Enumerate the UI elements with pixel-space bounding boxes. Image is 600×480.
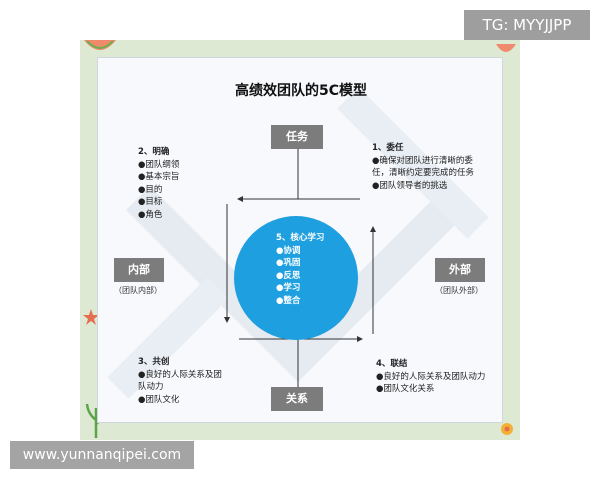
node-external: 外部 — [435, 258, 485, 282]
watermelon-slice-decoration — [84, 40, 116, 50]
quadrant-line: ●团队领导者的挑选 — [372, 180, 448, 191]
core-item: ●反思 — [276, 270, 301, 281]
diagram-title: 高绩效团队的5C模型 — [234, 83, 367, 99]
core-item: ●整合 — [276, 295, 301, 306]
watermark-url-badge: www.yunnanqipei.com — [10, 441, 194, 469]
core-item: ●协调 — [276, 245, 301, 256]
quadrant-item: ●目标 — [138, 197, 163, 207]
node-internal: 内部 — [114, 258, 164, 282]
starfish-decoration — [83, 309, 99, 325]
quadrant-clarify: 2、明确 ●团队纲领 ●基本宗旨 ●目的 ●目标 ●角色 — [138, 146, 179, 221]
quadrant-line: ●确保对团队进行清晰的委 — [372, 155, 473, 166]
node-internal-sub: （团队内部） — [114, 286, 162, 295]
quadrant-line: 队动力 — [138, 382, 164, 392]
quadrant-line: ●良好的人际关系及团 — [138, 369, 222, 380]
quadrant-clarify-title: 2、明确 — [138, 147, 170, 157]
quadrant-item: ●目的 — [138, 184, 163, 195]
diagram-card: 高绩效团队的5C模型 任务 关系 内部 （团队内部） 外部 （团队外部） 5、核… — [97, 57, 503, 423]
core-item: ●巩固 — [276, 258, 301, 268]
node-external-sub: （团队外部） — [435, 286, 483, 295]
quadrant-cocreate: 3、共创 ●良好的人际关系及团 队动力 ●团队文化 — [138, 356, 222, 406]
core-learning-title: 5、核心学习 — [276, 233, 325, 243]
quadrant-item: ●团队纲领 — [138, 159, 180, 170]
node-task: 任务 — [271, 125, 323, 149]
watermark-tg-badge: TG: MYYJJPP — [464, 10, 590, 40]
quadrant-connect: 4、联结 ●良好的人际关系及团队动力 ●团队文化关系 — [376, 358, 485, 396]
core-item: ●学习 — [276, 283, 301, 293]
core-learning-text: 5、核心学习 ●协调 ●巩固 ●反思 ●学习 ●整合 — [276, 232, 324, 307]
quadrant-commission: 1、委任 ●确保对团队进行清晰的委 任，清晰约定要完成的任务 ●团队领导者的挑选 — [372, 142, 474, 192]
quadrant-item: ●角色 — [138, 209, 163, 220]
quadrant-line: 任，清晰约定要完成的任务 — [372, 168, 475, 178]
node-relationship: 关系 — [271, 387, 323, 411]
quadrant-line: ●团队文化 — [138, 394, 180, 405]
quadrant-connect-title: 4、联结 — [376, 359, 408, 369]
quadrant-commission-title: 1、委任 — [372, 143, 404, 153]
quadrant-line: ●良好的人际关系及团队动力 — [376, 371, 486, 382]
watermelon-slice-decoration — [496, 44, 516, 52]
quadrant-item: ●基本宗旨 — [138, 172, 180, 182]
flower-decoration — [501, 423, 513, 435]
quadrant-cocreate-title: 3、共创 — [138, 357, 170, 367]
quadrant-line: ●团队文化关系 — [376, 384, 435, 394]
core-learning-circle — [234, 216, 358, 340]
